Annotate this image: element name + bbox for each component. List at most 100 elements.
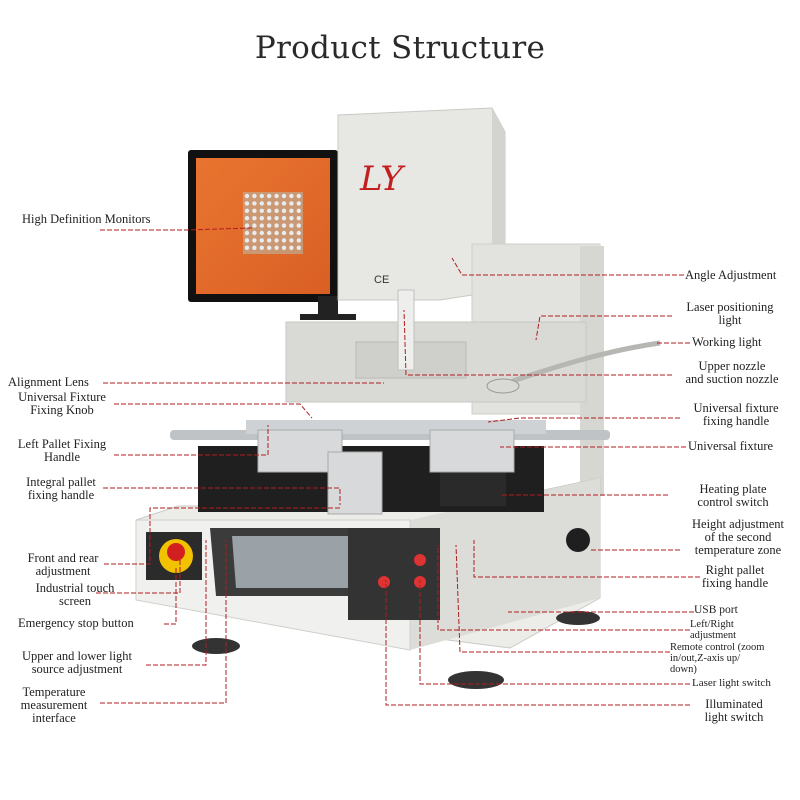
bga-ball: [259, 201, 264, 206]
bga-ball: [244, 208, 250, 213]
bga-ball: [296, 230, 301, 236]
label-emergency-stop: Emergency stop button: [18, 616, 134, 630]
label-height-adjustment: Height adjustment of the second temperat…: [692, 517, 784, 557]
bga-ball: [259, 208, 264, 213]
leader-lines: [96, 227, 700, 706]
bga-ball: [281, 208, 287, 213]
label-right-pallet-handle: Right pallet fixing handle: [701, 563, 769, 590]
bga-ball: [259, 230, 264, 236]
bga-ball: [252, 216, 257, 221]
label-remote-control: Remote control (zoom in/out,Z-axis up/ d…: [670, 642, 765, 675]
label-universal-fixture: Universal fixture: [688, 439, 774, 453]
bga-ball: [267, 223, 272, 228]
bga-ball: [259, 223, 264, 228]
bga-ball: [267, 193, 272, 199]
bga-balls: [244, 193, 301, 250]
label-integral-pallet-handle: Integral pallet fixing handle: [26, 475, 96, 502]
bga-ball: [281, 201, 287, 206]
label-illuminated-light-switch: Illuminated light switch: [704, 697, 764, 724]
bga-ball: [274, 230, 279, 236]
bga-ball: [244, 216, 250, 221]
bga-ball: [289, 238, 294, 243]
bga-ball: [252, 201, 257, 206]
label-high-definition-monitors: High Definition Monitors: [22, 212, 151, 226]
bga-ball: [259, 245, 264, 250]
bga-ball: [252, 238, 257, 243]
height-adjust-knob: [566, 528, 590, 552]
bga-ball: [244, 201, 250, 206]
bga-ball: [289, 201, 294, 206]
bga-ball: [274, 216, 279, 221]
bga-ball: [296, 245, 301, 250]
bga-ball: [252, 193, 257, 199]
bga-ball: [296, 238, 301, 243]
bga-ball: [289, 230, 294, 236]
bga-ball: [259, 216, 264, 221]
bga-ball: [267, 230, 272, 236]
bga-ball: [274, 238, 279, 243]
label-usb-port: USB port: [694, 604, 738, 616]
upper-head-housing: [285, 107, 604, 496]
bga-ball: [267, 245, 272, 250]
bga-ball: [281, 230, 287, 236]
label-upper-nozzle: Upper nozzle and suction nozzle: [685, 359, 779, 386]
bga-ball: [296, 208, 301, 213]
bga-ball: [289, 193, 294, 199]
bga-ball: [267, 201, 272, 206]
bga-ball: [267, 238, 272, 243]
bga-ball: [296, 216, 301, 221]
monitor: [188, 150, 356, 320]
fixture-rails: [170, 420, 610, 515]
label-angle-adjustment: Angle Adjustment: [685, 268, 777, 282]
bga-ball: [281, 223, 287, 228]
label-front-rear-adjustment: Front and rear adjustment: [27, 551, 99, 578]
bga-ball: [244, 245, 250, 250]
bga-ball: [274, 201, 279, 206]
emergency-stop-button: [146, 532, 202, 580]
bga-ball: [252, 245, 257, 250]
bga-ball: [289, 216, 294, 221]
label-left-pallet-handle: Left Pallet Fixing Handle: [17, 437, 107, 464]
label-heating-plate-switch: Heating plate control switch: [697, 482, 769, 509]
bga-ball: [252, 230, 257, 236]
bga-chip-grid: [243, 192, 303, 254]
bga-ball: [274, 223, 279, 228]
bga-ball: [244, 230, 250, 236]
bga-ball: [274, 208, 279, 213]
bga-ball: [289, 223, 294, 228]
label-laser-light-switch: Laser light switch: [692, 677, 771, 689]
label-laser-positioning-light: Laser positioning light: [686, 300, 774, 327]
bga-ball: [296, 193, 301, 199]
bga-ball: [281, 245, 287, 250]
bga-ball: [281, 193, 287, 199]
diagram-title: Product Structure: [254, 30, 546, 66]
bga-ball: [244, 193, 250, 199]
bga-ball: [274, 193, 279, 199]
control-panel: [348, 528, 440, 620]
bga-ball: [267, 208, 272, 213]
bga-ball: [274, 245, 279, 250]
label-universal-fixture-knob: Universal Fixture Fixing Knob: [18, 390, 106, 417]
bga-ball: [244, 238, 250, 243]
label-universal-fixture-handle: Universal fixture fixing handle: [693, 401, 779, 428]
label-light-source-adjustment: Upper and lower light source adjustment: [21, 649, 133, 676]
bga-ball: [244, 223, 250, 228]
bga-ball: [252, 208, 257, 213]
bga-ball: [281, 238, 287, 243]
bga-ball: [267, 216, 272, 221]
bga-ball: [281, 216, 287, 221]
label-working-light: Working light: [692, 335, 762, 349]
industrial-touch-screen: [210, 528, 388, 596]
bga-ball: [296, 201, 301, 206]
brand-logo: LY: [359, 159, 406, 199]
bga-ball: [289, 208, 294, 213]
ce-mark: CE: [374, 274, 389, 286]
label-industrial-touch-screen: Industrial touch screen: [35, 581, 115, 608]
bga-ball: [296, 223, 301, 228]
label-left-right-adjustment: Left/Right adjustment: [690, 619, 737, 641]
working-light: [486, 340, 661, 394]
label-temperature-interface: Temperature measurement interface: [20, 685, 88, 725]
bga-ball: [289, 245, 294, 250]
bga-ball: [252, 223, 257, 228]
